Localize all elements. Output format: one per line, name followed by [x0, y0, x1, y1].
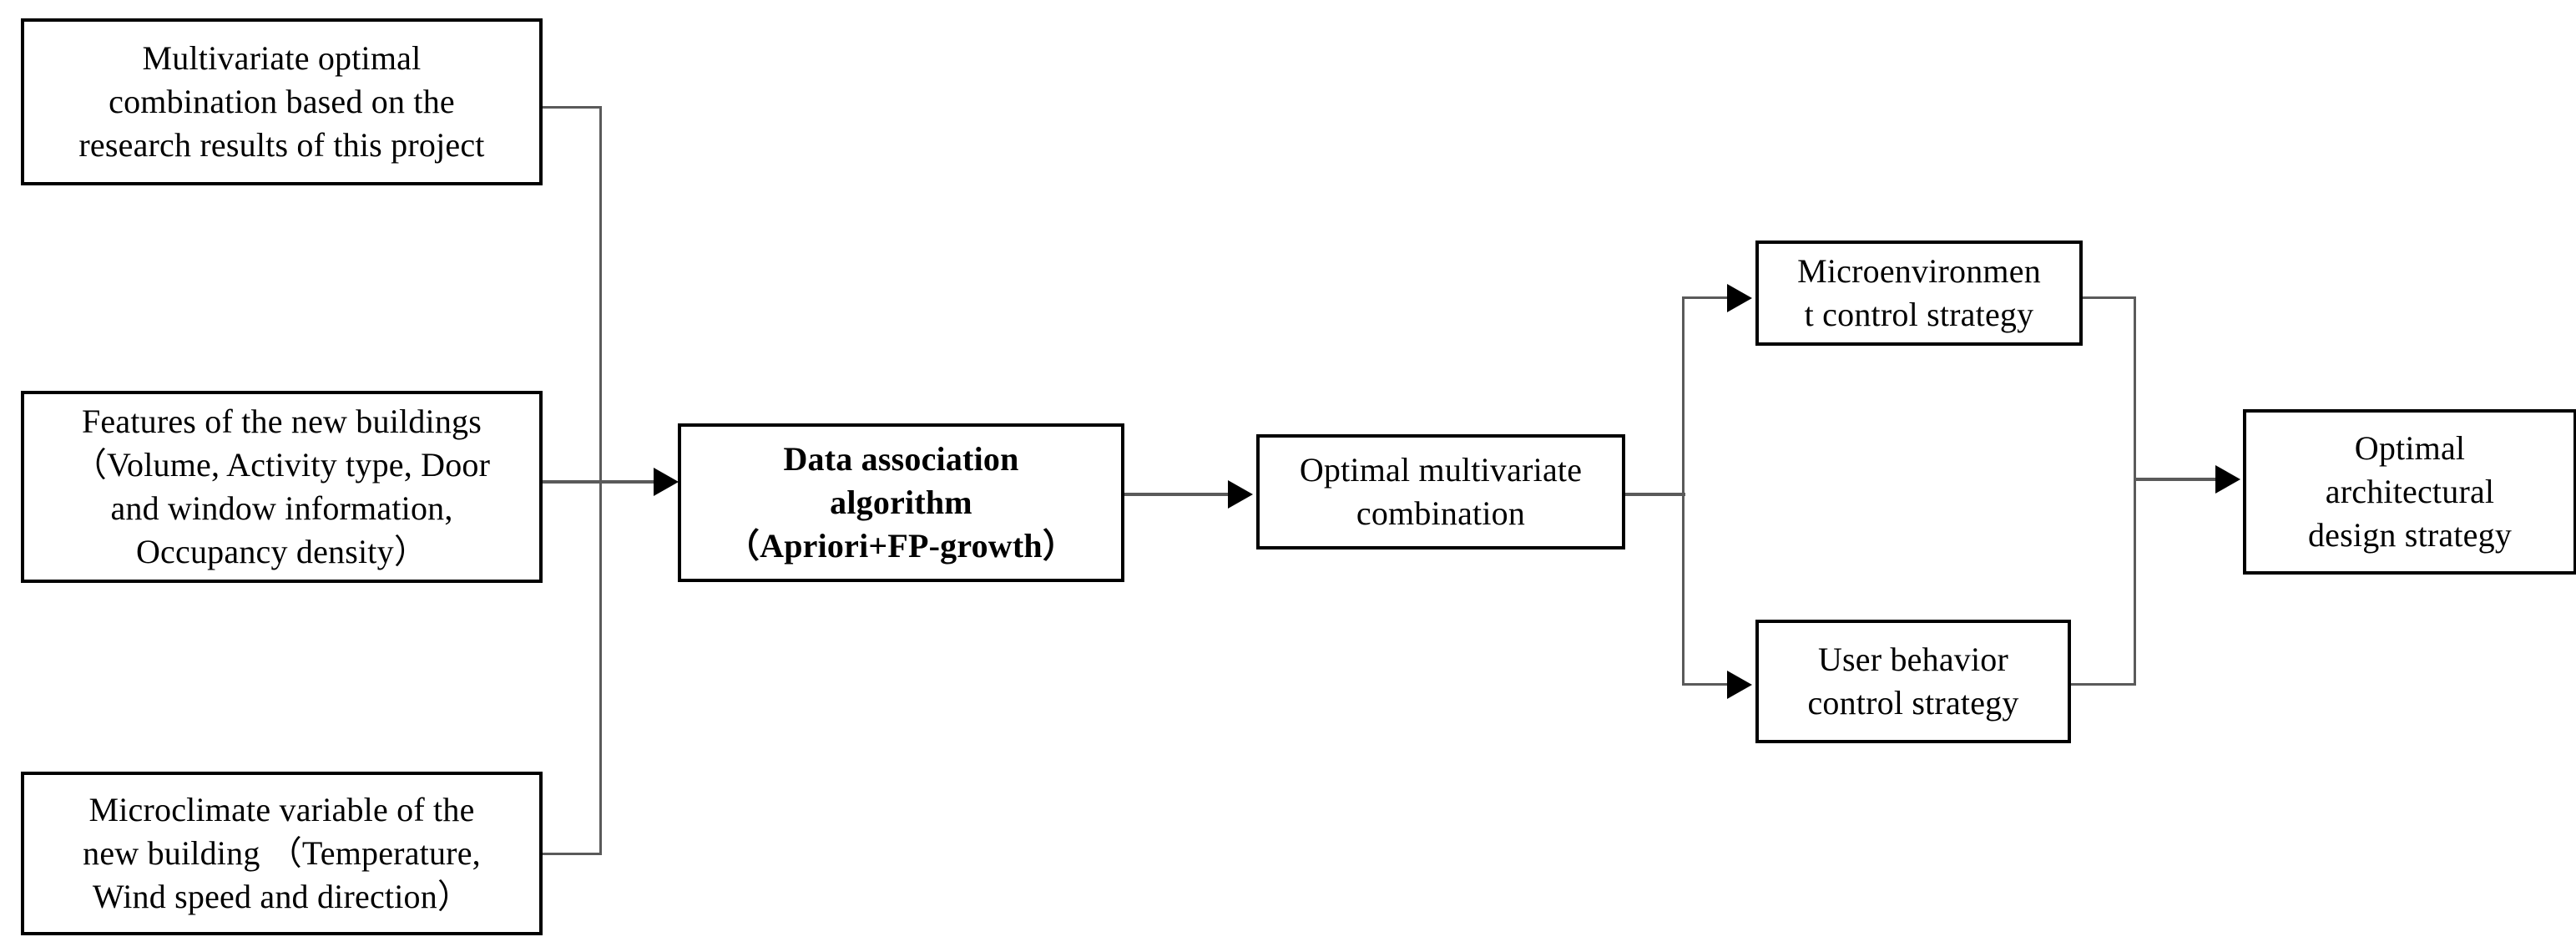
node-data-association-algorithm[interactable]: Data association algorithm （Apriori+FP-g… — [678, 423, 1124, 582]
arrowhead-into-combination — [1228, 480, 1253, 509]
node-label: Multivariate optimal combination based o… — [78, 39, 485, 164]
node-label: Microenvironmen t control strategy — [1797, 252, 2041, 333]
node-building-features[interactable]: Features of the new buildings （Volume, A… — [21, 391, 543, 583]
edge-merge-to-final-line — [2134, 478, 2219, 481]
node-microenvironment-control-strategy[interactable]: Microenvironmen t control strategy — [1755, 241, 2083, 346]
node-label: Microclimate variable of the new buildin… — [83, 791, 481, 915]
node-label: Optimal architectural design strategy — [2307, 429, 2513, 554]
node-label: Data association algorithm （Apriori+FP-g… — [725, 440, 1077, 565]
edge-algorithm-to-combination-line — [1124, 493, 1231, 496]
edge-features-to-algorithm-line — [543, 480, 657, 484]
edge-user-behavior-to-merge-stub — [2071, 683, 2136, 686]
arrowhead-into-user-behavior — [1727, 671, 1752, 699]
node-user-behavior-control-strategy[interactable]: User behavior control strategy — [1755, 620, 2071, 743]
node-optimal-architectural-design-strategy[interactable]: Optimal architectural design strategy — [2243, 409, 2576, 575]
node-microclimate-variable[interactable]: Microclimate variable of the new buildin… — [21, 772, 543, 935]
arrowhead-into-final-strategy — [2215, 465, 2240, 494]
arrowhead-into-algorithm — [654, 468, 679, 496]
edge-multivariate-to-algorithm-stub — [543, 106, 601, 109]
arrowhead-into-microenvironment — [1727, 284, 1752, 312]
edge-combination-to-split-line — [1625, 493, 1685, 496]
edge-microenvironment-to-merge-stub — [2083, 296, 2136, 299]
node-label: User behavior control strategy — [1807, 641, 2019, 722]
edge-split-to-microenvironment-line — [1682, 296, 1729, 299]
edge-split-to-user-behavior-line — [1682, 683, 1729, 686]
node-label: Features of the new buildings （Volume, A… — [73, 403, 491, 570]
edge-microclimate-to-algorithm-stub — [543, 853, 601, 855]
node-label: Optimal multivariate combination — [1299, 451, 1583, 532]
edge-split-spine — [1682, 296, 1685, 683]
node-optimal-multivariate-combination[interactable]: Optimal multivariate combination — [1256, 434, 1625, 549]
node-multivariate-optimal-combination[interactable]: Multivariate optimal combination based o… — [21, 18, 543, 185]
edge-right-merge-spine — [2134, 296, 2136, 686]
